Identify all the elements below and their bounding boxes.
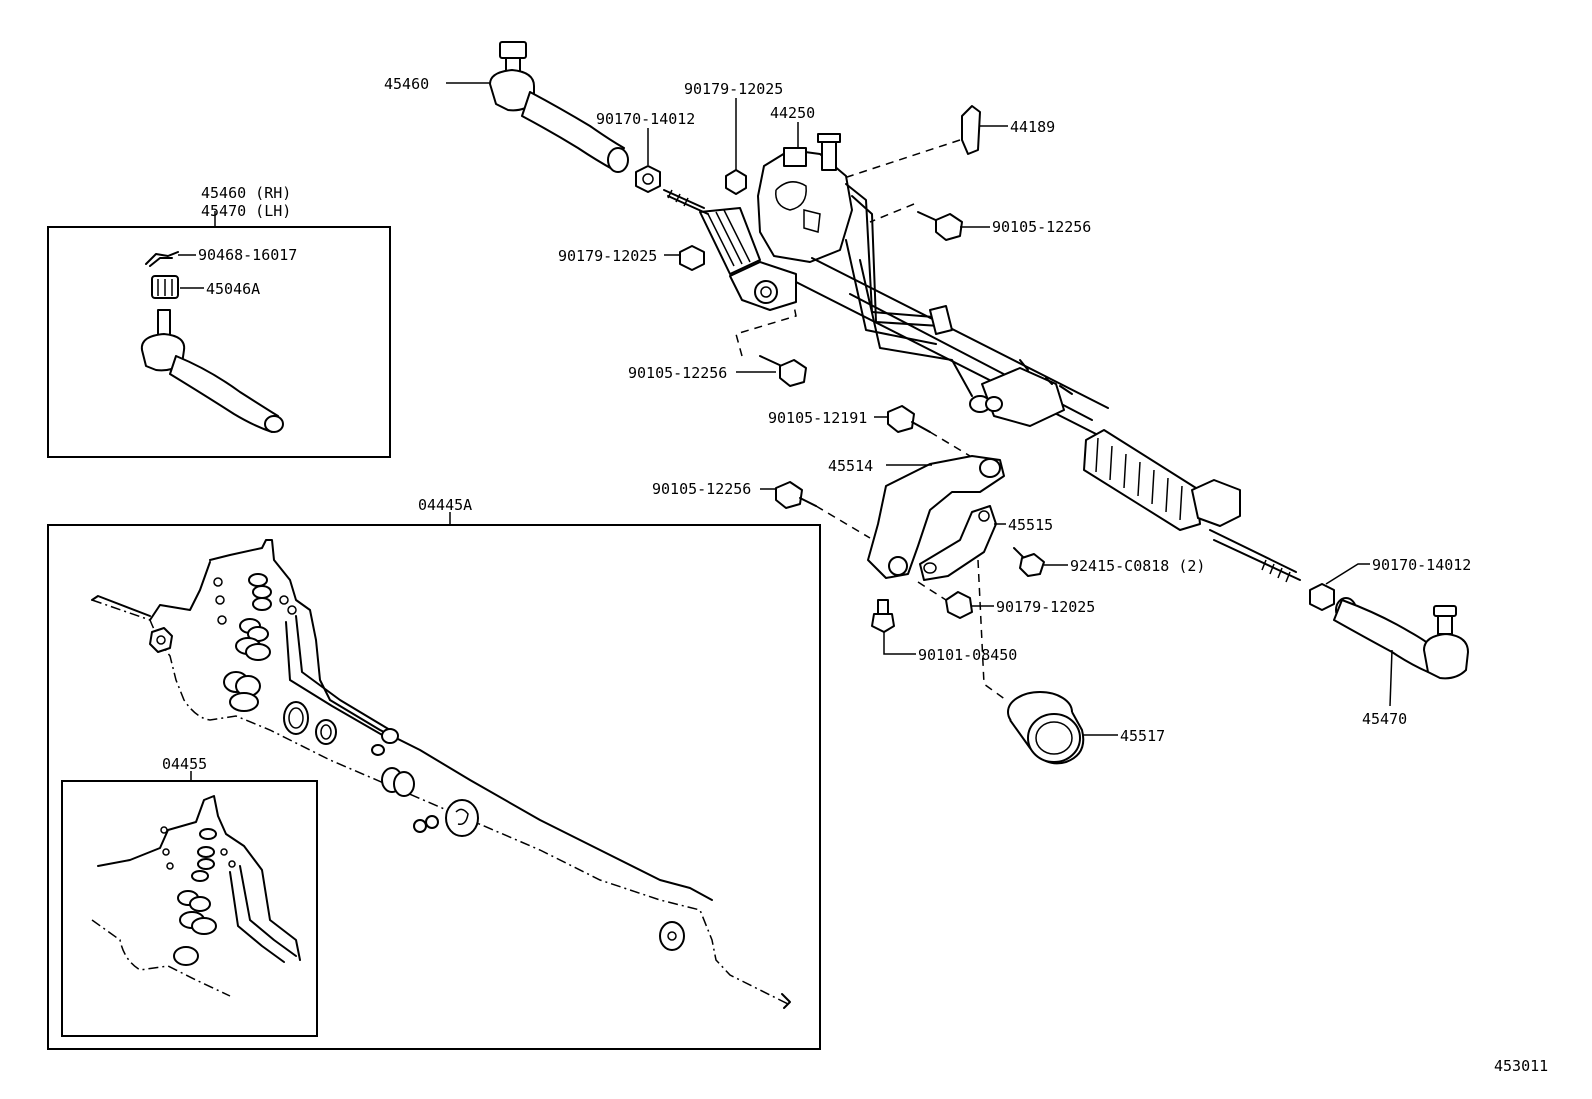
steering-gear-housing <box>663 133 1301 583</box>
label-cotter-pin[interactable]: 90468-16017 <box>198 246 297 264</box>
inset-title-rh[interactable]: 45460 (RH) <box>201 184 291 202</box>
label-bolt-bracket-upper[interactable]: 90105-12191 <box>768 409 867 427</box>
label-nut-left-mount[interactable]: 90179-12025 <box>558 247 657 265</box>
label-bolt-92415[interactable]: 92415-C0818 (2) <box>1070 557 1205 575</box>
inset-gasket-kit: 04445A <box>47 496 821 1050</box>
label-lock-nut-right[interactable]: 90170-14012 <box>1372 556 1471 574</box>
tie-rod-end-right <box>1333 597 1469 680</box>
lock-nut-left-icon <box>635 165 661 193</box>
label-inner-kit[interactable]: 04455 <box>162 755 207 773</box>
seal-rings-upper <box>223 573 272 712</box>
label-nut-top[interactable]: 90179-12025 <box>684 80 783 98</box>
tie-rod-end-left <box>489 41 629 173</box>
label-tie-rod-end-left[interactable]: 45460 <box>384 75 429 93</box>
bolt-bracket-left-icon <box>775 481 817 509</box>
grommet-45517-icon <box>1007 691 1085 765</box>
bolt-92415-icon <box>1013 547 1045 577</box>
gasket-kit-frame <box>47 524 821 1050</box>
inset-tie-rod-end: 45460 (RH) 45470 (LH) 90468-16017 45046A <box>47 184 391 458</box>
label-bracket-44189[interactable]: 44189 <box>1010 118 1055 136</box>
label-clamp-45515[interactable]: 45515 <box>1008 516 1053 534</box>
lock-nut-right-icon <box>1309 583 1335 611</box>
label-grommet-45517[interactable]: 45517 <box>1120 727 1165 745</box>
label-bolt-bracket-left[interactable]: 90105-12256 <box>652 480 751 498</box>
bolt-left-mount-icon <box>759 355 807 387</box>
bolt-90101-icon <box>871 599 895 633</box>
bracket-45514-icon <box>867 455 1005 579</box>
label-bolt-left-mount[interactable]: 90105-12256 <box>628 364 727 382</box>
cotter-pin-icon <box>145 251 179 267</box>
label-bracket-45514[interactable]: 45514 <box>828 457 873 475</box>
inset-tie-rod-frame <box>47 226 391 458</box>
castle-nut-icon <box>151 275 179 299</box>
bolt-upper-right-icon <box>917 211 963 241</box>
seal-rings-lower <box>283 701 479 837</box>
label-lock-nut-left[interactable]: 90170-14012 <box>596 110 695 128</box>
clamp-45515-icon <box>919 505 997 581</box>
inset-title-lh[interactable]: 45470 (LH) <box>201 202 291 220</box>
label-bolt-upper-right[interactable]: 90105-12256 <box>992 218 1091 236</box>
nut-clamp-icon <box>945 591 973 619</box>
figure-id: 453011 <box>1494 1057 1548 1075</box>
label-tie-rod-end-right[interactable]: 45470 <box>1362 710 1407 728</box>
label-nut-clamp[interactable]: 90179-12025 <box>996 598 1095 616</box>
label-gear-assy[interactable]: 44250 <box>770 104 815 122</box>
nut-left-mount-icon <box>679 245 705 271</box>
tie-rod-end-inset-icon <box>140 309 284 433</box>
inset-inner-kit: 04455 <box>61 755 318 1037</box>
label-castle-nut[interactable]: 45046A <box>206 280 260 298</box>
inner-kit-frame <box>61 780 318 1037</box>
rack-housing-ghost <box>91 539 791 1009</box>
label-gasket-kit[interactable]: 04445A <box>418 496 472 514</box>
nut-top-icon <box>725 169 747 195</box>
label-bolt-90101[interactable]: 90101-08450 <box>918 646 1017 664</box>
bracket-44189-icon <box>961 105 981 155</box>
bolt-bracket-upper-icon <box>887 405 931 433</box>
